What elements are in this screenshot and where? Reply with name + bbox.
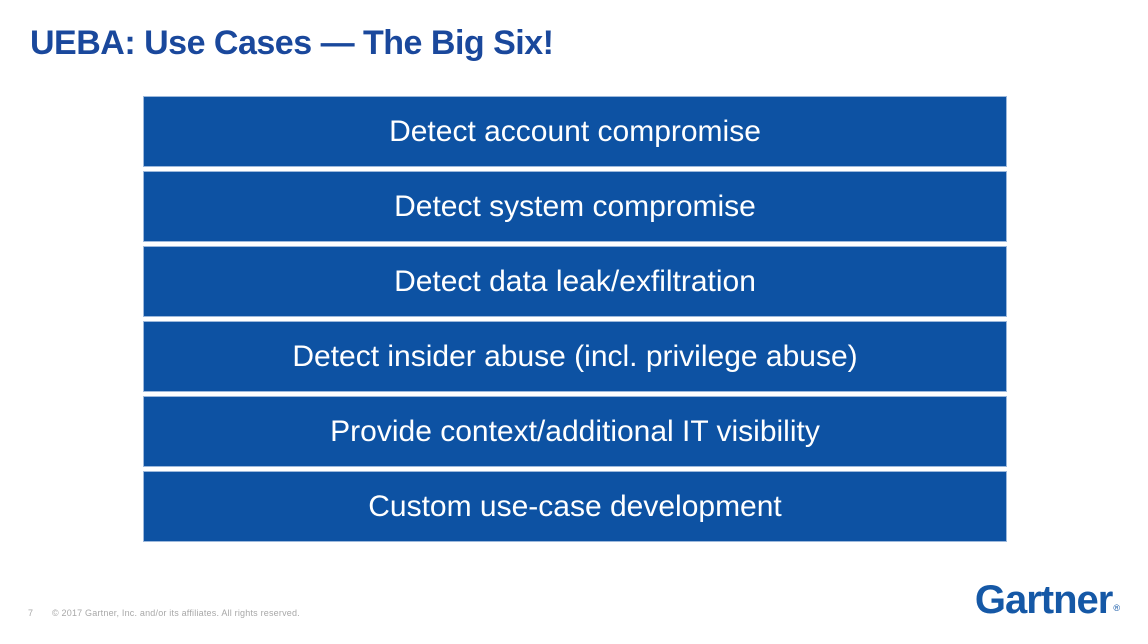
- use-case-label: Detect system compromise: [394, 189, 756, 223]
- use-case-label: Detect data leak/exfiltration: [394, 264, 756, 298]
- use-case-bar-stack: Detect account compromise Detect system …: [143, 96, 1007, 542]
- slide-footer: 7 © 2017 Gartner, Inc. and/or its affili…: [0, 606, 1148, 620]
- use-case-bar-data-leak: Detect data leak/exfiltration: [143, 246, 1007, 317]
- gartner-logo-text: Gartner: [974, 578, 1113, 622]
- copyright-text: © 2017 Gartner, Inc. and/or its affiliat…: [52, 608, 300, 618]
- use-case-bar-account-compromise: Detect account compromise: [143, 96, 1007, 167]
- use-case-label: Custom use-case development: [368, 489, 782, 523]
- slide-title: UEBA: Use Cases — The Big Six!: [30, 24, 554, 62]
- use-case-label: Provide context/additional IT visibility: [330, 414, 820, 448]
- use-case-label: Detect account compromise: [389, 114, 761, 148]
- use-case-bar-custom-development: Custom use-case development: [143, 471, 1007, 542]
- page-number: 7: [28, 608, 34, 618]
- use-case-bar-context-visibility: Provide context/additional IT visibility: [143, 396, 1007, 467]
- use-case-bar-system-compromise: Detect system compromise: [143, 171, 1007, 242]
- registered-trademark-icon: ®: [1113, 603, 1120, 613]
- use-case-bar-insider-abuse: Detect insider abuse (incl. privilege ab…: [143, 321, 1007, 392]
- gartner-logo: Gartner®: [974, 578, 1120, 622]
- use-case-label: Detect insider abuse (incl. privilege ab…: [292, 339, 858, 373]
